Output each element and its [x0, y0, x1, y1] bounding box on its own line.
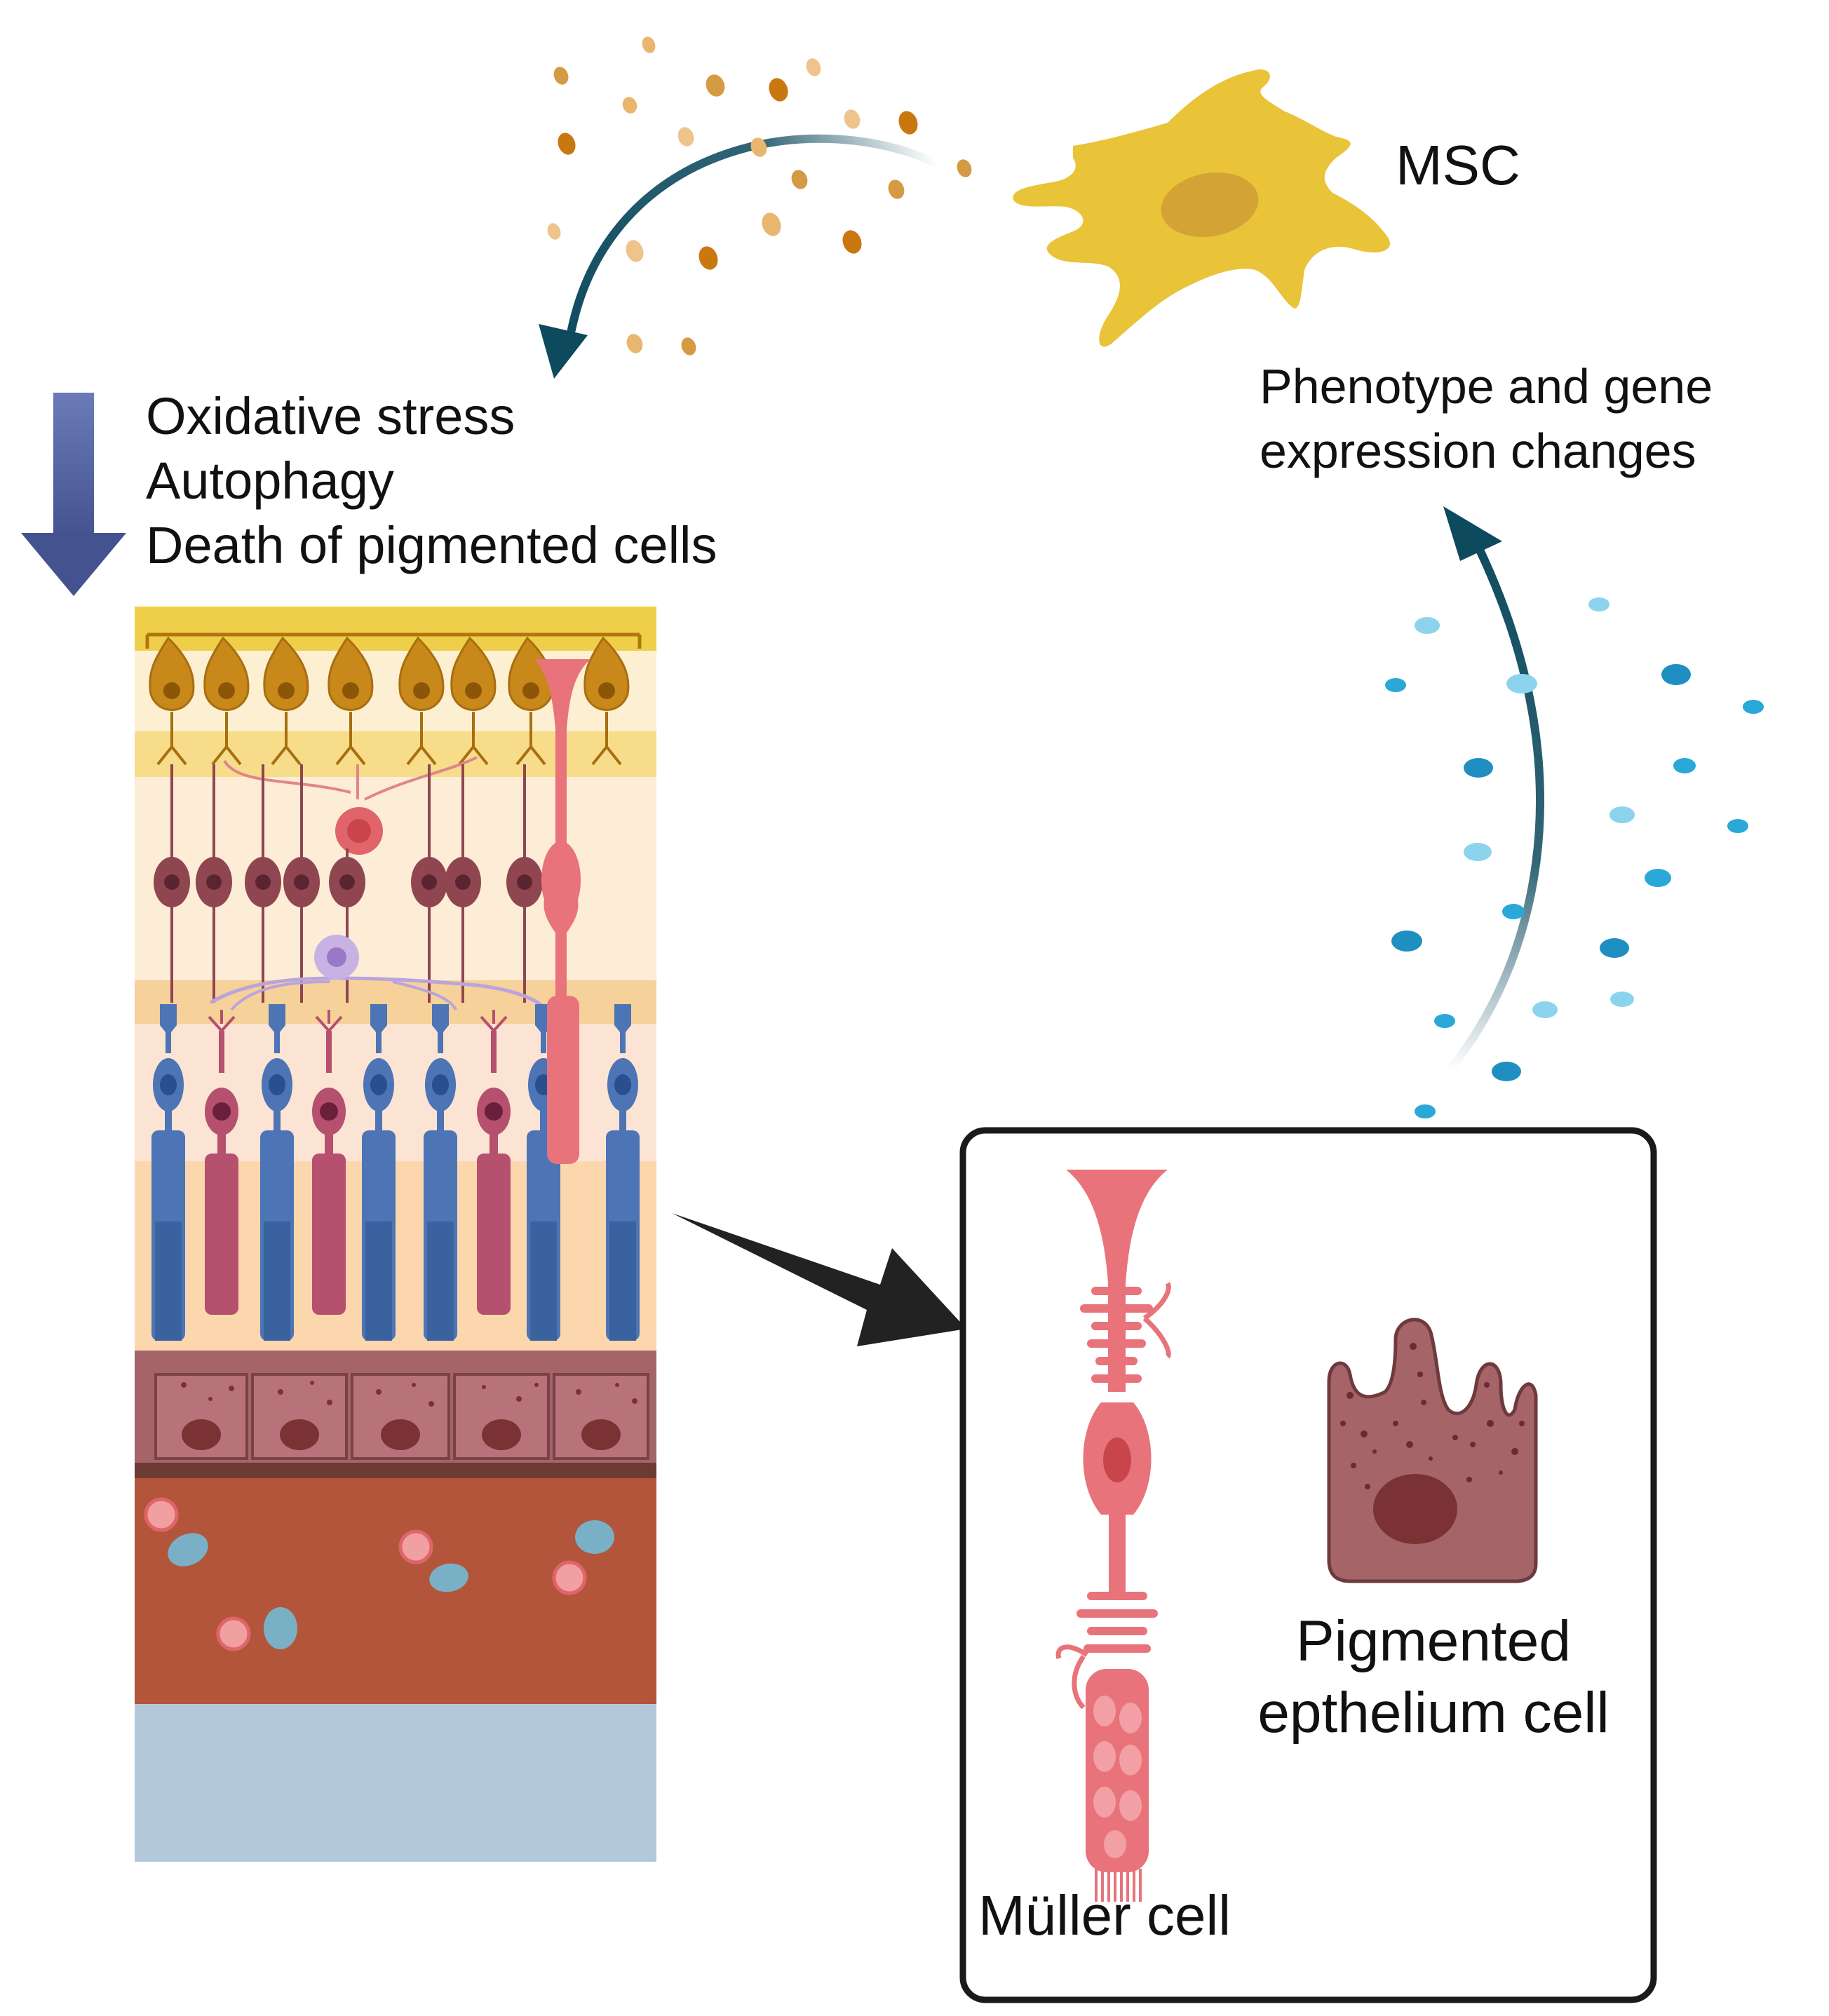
- pigmented-epithelium-label: Pigmented epthelium cell: [1237, 1606, 1630, 1749]
- pigmented-epithelium-cell-illustration: [1327, 1318, 1538, 1583]
- decrease-arrow: [21, 393, 126, 596]
- photoreceptors: [151, 1004, 640, 1341]
- bipolar-cells: [154, 764, 543, 1003]
- retina-cross-section: [135, 607, 656, 1862]
- effect-autophagy: Autophagy: [146, 452, 394, 510]
- phenotype-label: Phenotype and gene expression changes: [1260, 354, 1713, 483]
- muller-cell-label: Müller cell: [978, 1884, 1231, 1947]
- feedback-arrow-right: [1443, 506, 1544, 1076]
- muller-cell-in-retina: [534, 659, 590, 1164]
- msc-label: MSC: [1396, 134, 1520, 196]
- pigmented-label-line2: epthelium cell: [1257, 1681, 1609, 1745]
- amacrine-cell: [223, 756, 478, 855]
- phenotype-label-line1: Phenotype and gene: [1260, 359, 1713, 414]
- effect-oxidative-stress: Oxidative stress: [146, 387, 515, 445]
- msc-cell-illustration: [1013, 69, 1390, 347]
- effect-death-pigmented-cells: Death of pigmented cells: [146, 516, 717, 574]
- horizontal-cell: [209, 935, 548, 1011]
- phenotype-label-line2: expression changes: [1260, 424, 1696, 478]
- secretion-arrow-top: [539, 134, 940, 379]
- pigmented-label-line1: Pigmented: [1295, 1609, 1572, 1673]
- zoom-arrow: [672, 1213, 966, 1346]
- zoom-box: [959, 1127, 1657, 2003]
- orange-secreted-vesicles: [547, 36, 972, 356]
- muller-cell-illustration: [1055, 1170, 1171, 1902]
- blue-secreted-vesicles: [1385, 597, 1764, 1118]
- ganglion-cells: [149, 636, 630, 766]
- effects-list: Oxidative stress Autophagy Death of pigm…: [146, 384, 717, 578]
